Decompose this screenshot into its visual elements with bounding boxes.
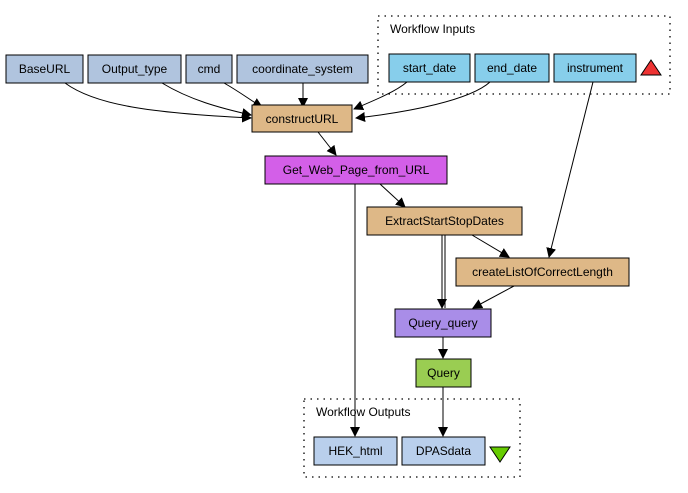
node-get-web-page-label: Get_Web_Page_from_URL — [283, 163, 430, 177]
node-baseurl-label: BaseURL — [19, 62, 71, 76]
node-output-type-label: Output_type — [102, 62, 168, 76]
node-instrument-box — [553, 53, 637, 83]
node-create-list-box — [455, 257, 630, 287]
node-end-date-label: end_date — [487, 61, 537, 75]
node-get-web-page-box — [264, 155, 448, 185]
node-coordinate-system-box — [236, 54, 369, 84]
node-instrument[interactable]: instrument — [553, 53, 637, 83]
edge-baseurl-constructurl — [64, 82, 252, 123]
edge-outputtype-constructurl — [161, 82, 252, 118]
edge-getwebpage-extract — [379, 183, 406, 208]
node-baseurl-box — [5, 54, 84, 84]
edge-instrument-createlist — [546, 81, 594, 258]
node-create-list-label: createListOfCorrectLength — [472, 265, 613, 279]
input-ports-triangle-icon — [640, 59, 662, 76]
node-constructurl-box — [251, 104, 353, 133]
node-query-query[interactable]: Query_query — [394, 308, 492, 338]
cluster-workflow-inputs: Workflow Inputs — [377, 15, 671, 95]
node-dpasdata-box — [401, 436, 486, 466]
node-hek-html[interactable]: HEK_html — [313, 436, 398, 466]
node-query-query-box — [394, 308, 492, 338]
edge-cmd-constructurl — [223, 82, 263, 108]
node-query-box — [415, 358, 472, 388]
edge-createlist-queryquery — [472, 285, 515, 309]
node-get-web-page[interactable]: Get_Web_Page_from_URL — [264, 155, 448, 185]
node-start-date[interactable]: start_date — [388, 53, 471, 83]
cluster-outputs-label: Workflow Outputs — [316, 405, 410, 419]
edges — [64, 81, 594, 437]
node-cmd-label: cmd — [198, 62, 221, 76]
cluster-inputs-label: Workflow Inputs — [390, 22, 475, 36]
node-extract-dates-label: ExtractStartStopDates — [385, 214, 504, 228]
node-end-date-box — [474, 53, 550, 83]
node-start-date-label: start_date — [403, 61, 457, 75]
node-dpasdata[interactable]: DPASdata — [401, 436, 486, 466]
edge-enddate-constructurl — [355, 81, 491, 122]
node-instrument-label: instrument — [567, 61, 624, 75]
node-hek-html-box — [313, 436, 398, 466]
node-constructurl[interactable]: constructURL — [251, 104, 353, 133]
edge-constructurl-getwebpage — [317, 131, 337, 156]
edge-extract-createlist — [471, 234, 510, 258]
node-cmd-box — [185, 54, 233, 84]
cluster-workflow-outputs: Workflow Outputs — [303, 398, 521, 478]
output-ports-triangle-icon — [489, 446, 511, 463]
node-dpasdata-label: DPASdata — [416, 444, 471, 458]
node-extract-dates[interactable]: ExtractStartStopDates — [366, 206, 523, 236]
node-query[interactable]: Query — [415, 358, 472, 388]
node-create-list[interactable]: createListOfCorrectLength — [455, 257, 630, 287]
node-extract-dates-box — [366, 206, 523, 236]
edge-startdate-constructurl — [353, 81, 408, 111]
node-start-date-box — [388, 53, 471, 83]
node-hek-html-label: HEK_html — [328, 444, 382, 458]
node-coordinate-system-label: coordinate_system — [252, 62, 353, 76]
node-query-query-label: Query_query — [408, 316, 477, 330]
node-baseurl[interactable]: BaseURL — [5, 54, 84, 84]
node-coordinate-system[interactable]: coordinate_system — [236, 54, 369, 84]
node-output-type[interactable]: Output_type — [87, 54, 182, 84]
node-constructurl-label: constructURL — [266, 112, 339, 126]
node-cmd[interactable]: cmd — [185, 54, 233, 84]
node-output-type-box — [87, 54, 182, 84]
node-end-date[interactable]: end_date — [474, 53, 550, 83]
node-query-label: Query — [427, 366, 460, 380]
